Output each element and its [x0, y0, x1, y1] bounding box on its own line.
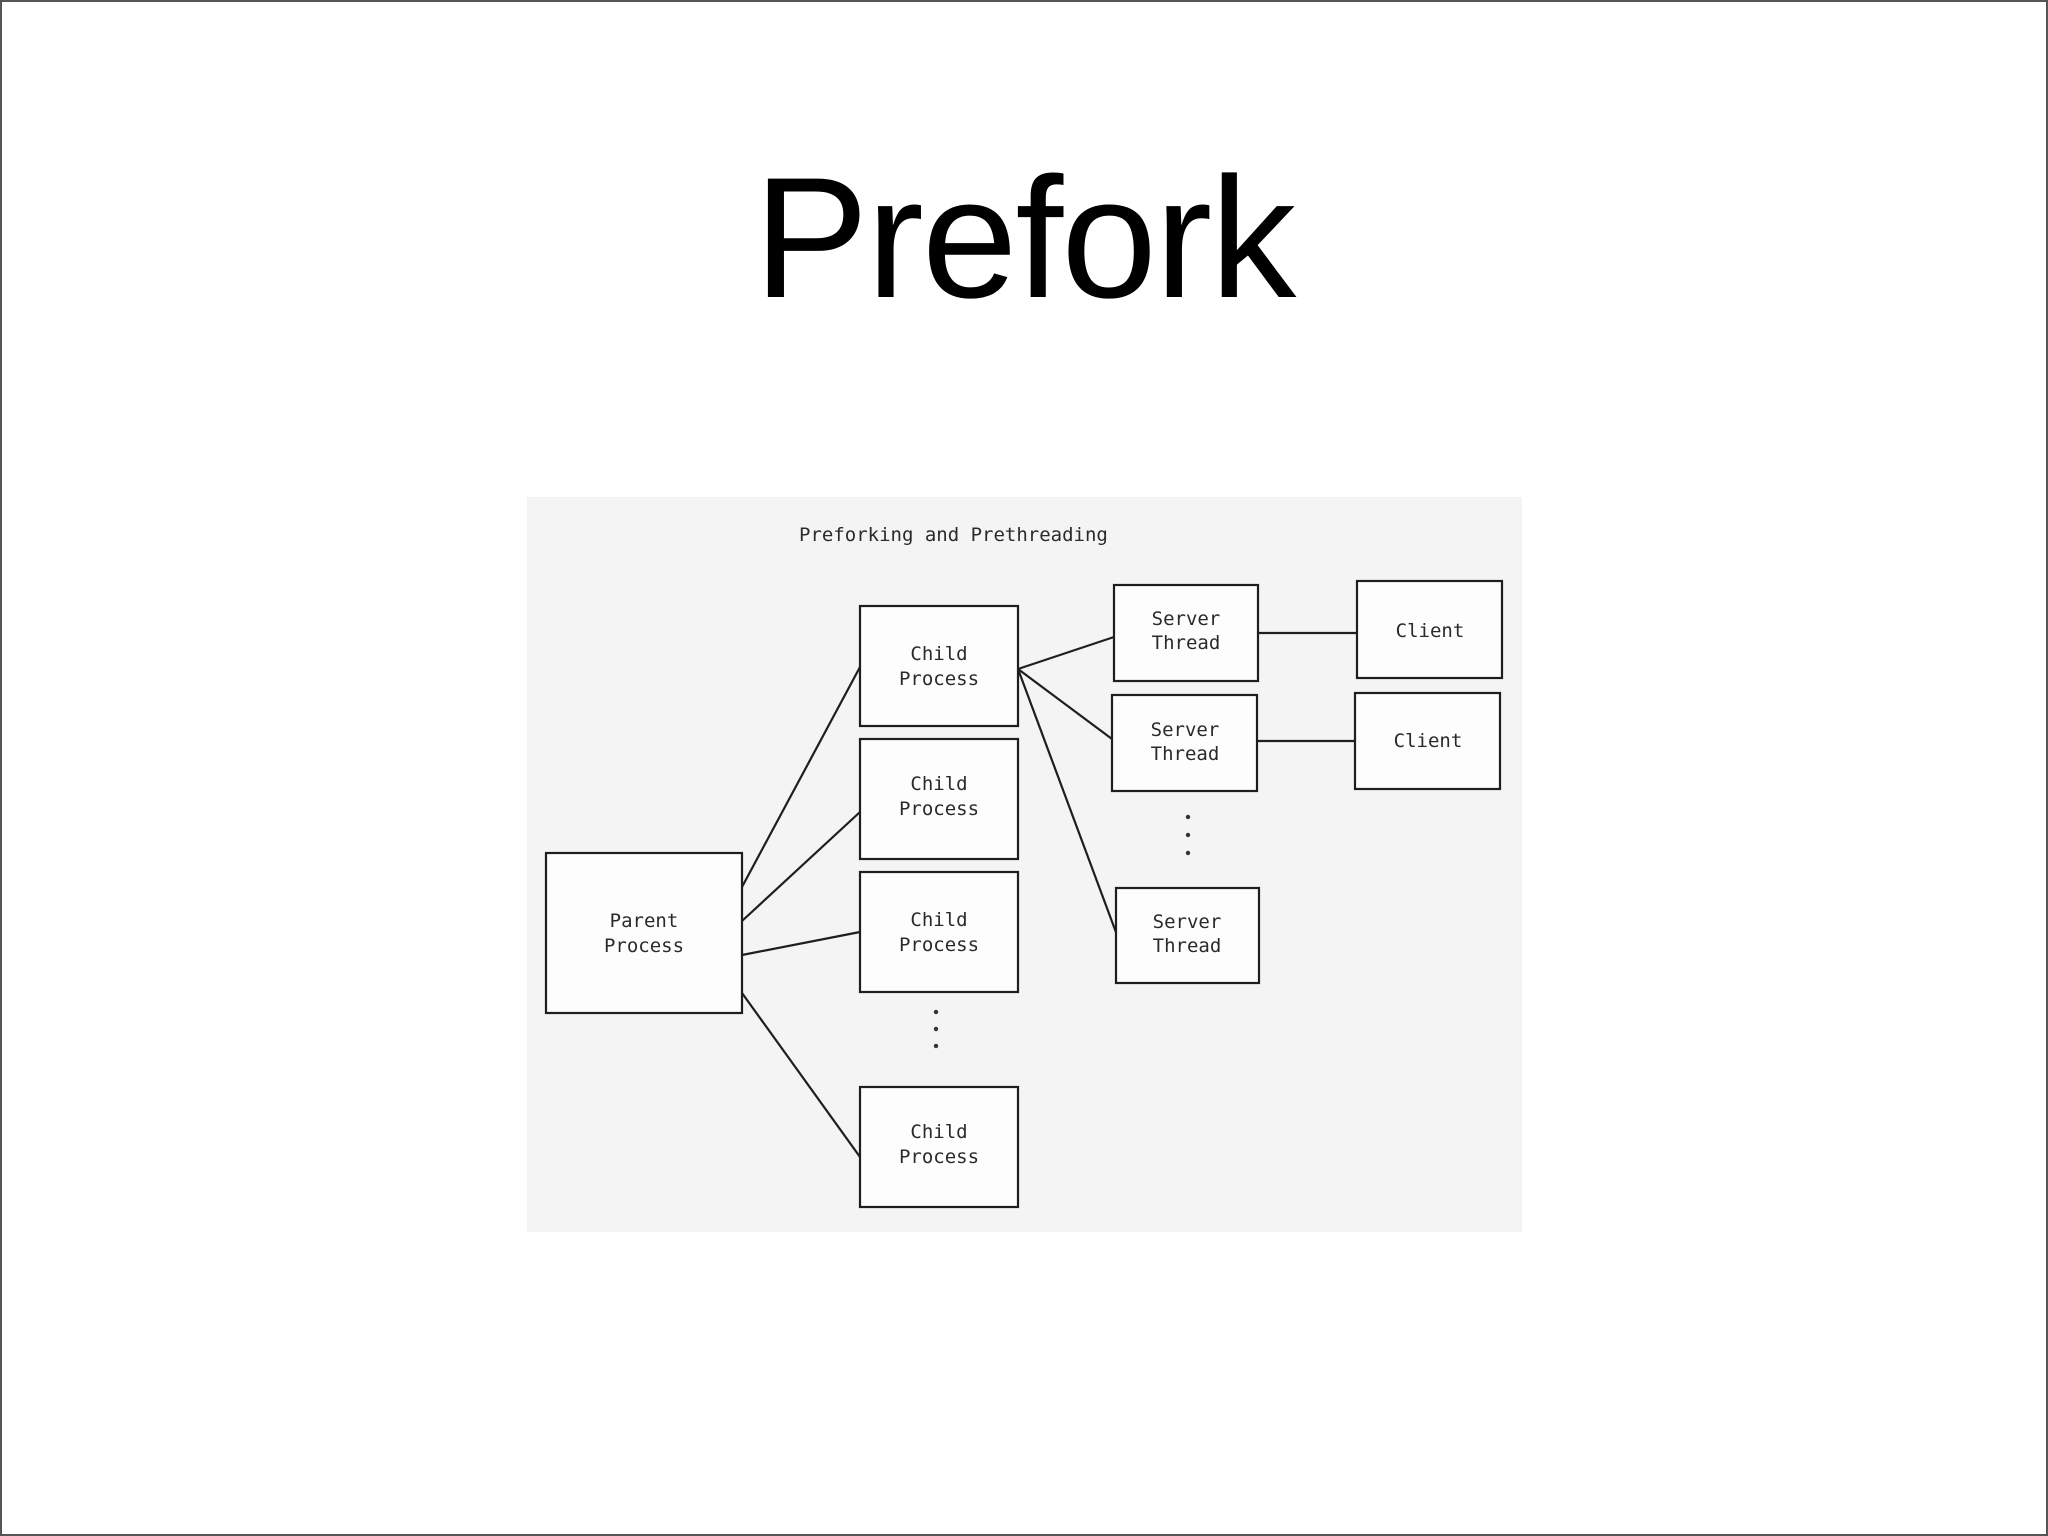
child-process-label-line1: Child [910, 643, 967, 665]
edge-child-thread-3 [1016, 668, 1119, 936]
edge-child-thread-1 [1017, 635, 1115, 671]
parent-process-box [544, 851, 744, 1015]
child-process-label-line2: Process [899, 934, 979, 956]
edge-child-thread-2 [1017, 668, 1113, 740]
child-process-ellipsis [933, 1009, 939, 1049]
ellipsis-dot [933, 1026, 939, 1032]
client-box [1355, 579, 1504, 680]
child-process-box [858, 737, 1020, 861]
server-thread-node: Server Thread [1110, 693, 1259, 793]
server-thread-ellipsis [1185, 814, 1191, 856]
server-thread-label-line2: Thread [1151, 743, 1220, 765]
client-label: Client [1396, 620, 1465, 642]
server-thread-box [1110, 693, 1259, 793]
child-process-box [858, 604, 1020, 728]
server-thread-label-line1: Server [1152, 608, 1221, 630]
server-thread-box [1112, 583, 1260, 683]
child-process-label-line1: Child [910, 773, 967, 795]
ellipsis-dot [933, 1043, 939, 1049]
parent-child-edges [741, 666, 861, 1158]
edge-parent-child-2 [741, 811, 861, 922]
server-thread-label-line2: Thread [1152, 632, 1221, 654]
client-box [1353, 691, 1502, 791]
parent-process-label-line2: Process [604, 935, 684, 957]
edge-parent-child-3 [741, 930, 861, 957]
child-process-box [858, 1085, 1020, 1209]
ellipsis-dot [1185, 850, 1191, 856]
ellipsis-dot [1185, 832, 1191, 838]
diagram-figure: Preforking and Prethreading [527, 497, 1522, 1232]
child-process-label-line2: Process [899, 798, 979, 820]
slide-title: Prefork [753, 142, 1296, 334]
parent-process-label-line1: Parent [610, 910, 679, 932]
server-thread-label-line1: Server [1153, 911, 1222, 933]
thread-client-edges [1257, 631, 1357, 743]
child-process-label-line1: Child [910, 909, 967, 931]
edge-parent-child-1 [741, 666, 861, 888]
server-thread-node: Server Thread [1114, 886, 1261, 985]
server-thread-box [1114, 886, 1261, 985]
ellipsis-dot [933, 1009, 939, 1015]
diagram-canvas: Preforking and Prethreading [544, 524, 1504, 1209]
server-thread-label-line2: Thread [1153, 935, 1222, 957]
diagram-caption: Preforking and Prethreading [799, 524, 1108, 546]
child-thread-edges [1016, 635, 1119, 936]
edge-parent-child-4 [741, 992, 861, 1158]
client-node: Client [1353, 691, 1502, 791]
child-process-node: Child Process [858, 870, 1020, 994]
parent-process-node: Parent Process [544, 851, 744, 1015]
server-thread-node: Server Thread [1112, 583, 1260, 683]
client-node: Client [1355, 579, 1504, 680]
child-process-label-line1: Child [910, 1121, 967, 1143]
server-thread-label-line1: Server [1151, 719, 1220, 741]
child-process-box [858, 870, 1020, 994]
child-process-node: Child Process [858, 1085, 1020, 1209]
child-process-node: Child Process [858, 737, 1020, 861]
child-process-node: Child Process [858, 604, 1020, 728]
child-process-label-line2: Process [899, 1146, 979, 1168]
client-label: Client [1394, 730, 1463, 752]
ellipsis-dot [1185, 814, 1191, 820]
child-process-label-line2: Process [899, 668, 979, 690]
